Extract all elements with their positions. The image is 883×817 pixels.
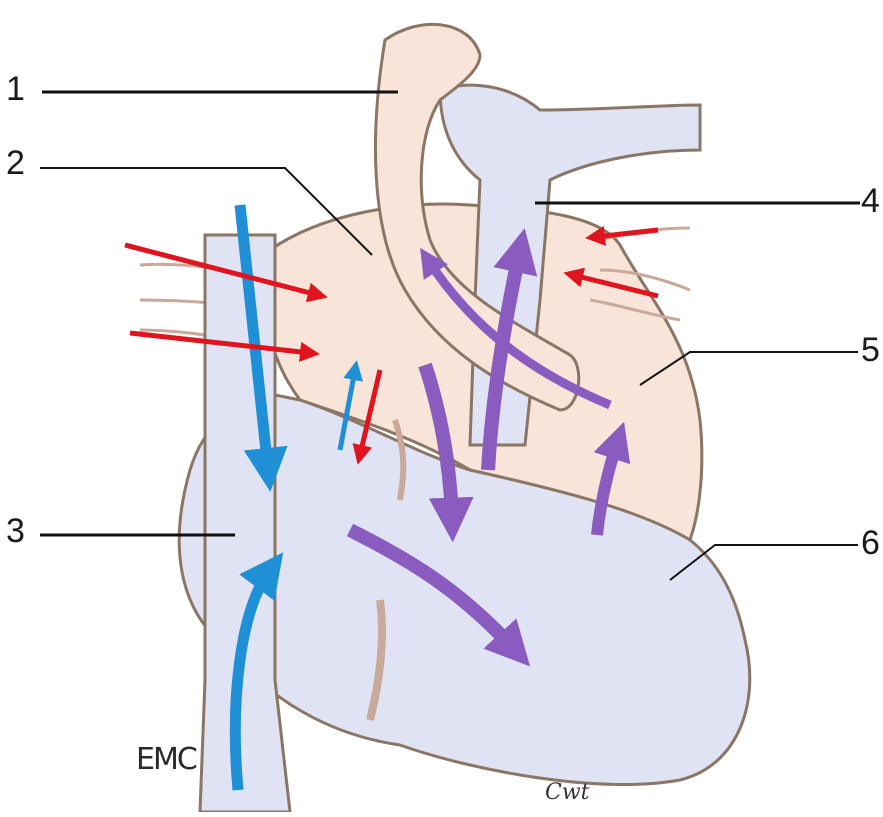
- label-1: 1: [6, 72, 25, 106]
- label-5: 5: [861, 333, 880, 367]
- label-6: 6: [861, 526, 880, 560]
- vena-cava: [200, 235, 290, 812]
- label-4: 4: [861, 184, 880, 218]
- label-3: 3: [6, 514, 25, 548]
- artist-signature: Cwt: [545, 780, 590, 805]
- label-2: 2: [6, 146, 25, 180]
- emc-watermark: EMC: [136, 742, 196, 777]
